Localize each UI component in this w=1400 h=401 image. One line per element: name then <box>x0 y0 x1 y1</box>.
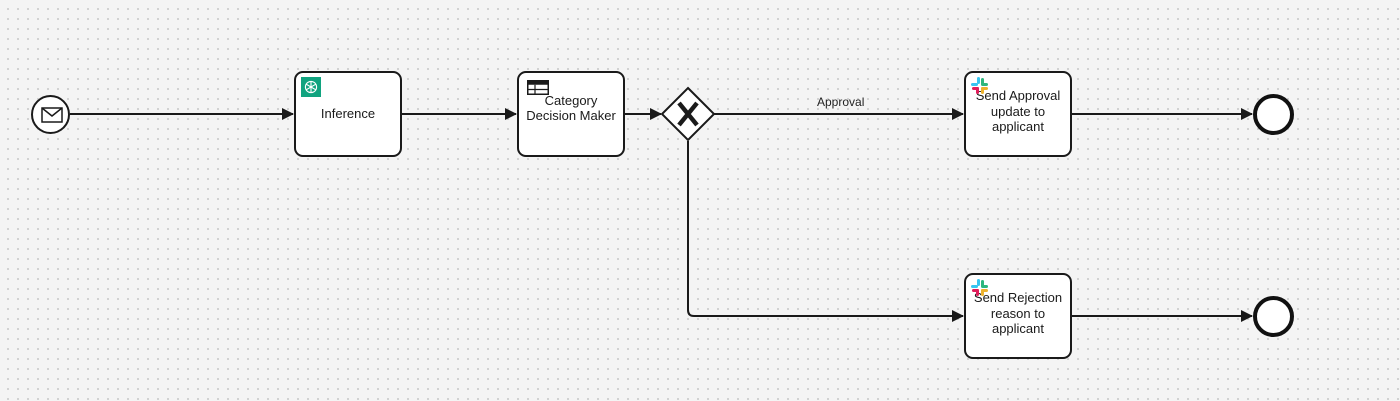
message-start-event[interactable] <box>31 95 70 134</box>
task-label: Category Decision Maker <box>526 92 616 124</box>
slack-icon <box>971 77 988 94</box>
envelope-icon <box>40 106 63 123</box>
end-event-approval[interactable] <box>1253 94 1294 135</box>
openai-icon <box>301 77 321 97</box>
task-label: Send Rejection reason to applicant <box>973 290 1063 337</box>
gateway-x-marker-icon <box>677 101 699 127</box>
slack-icon <box>971 279 988 296</box>
exclusive-gateway[interactable] <box>660 86 716 142</box>
flow-label-approval: Approval <box>817 95 865 109</box>
end-event-rejection[interactable] <box>1253 296 1294 337</box>
task-send-approval[interactable]: Send Approval update to applicant <box>964 71 1072 157</box>
task-inference[interactable]: Inference <box>294 71 402 157</box>
task-category-decision-maker[interactable]: Category Decision Maker <box>517 71 625 157</box>
decision-table-icon <box>527 80 549 95</box>
task-label: Send Approval update to applicant <box>975 88 1061 135</box>
task-send-rejection[interactable]: Send Rejection reason to applicant <box>964 273 1072 359</box>
flow-gateway-to-rejection[interactable] <box>687 141 964 322</box>
task-label: Inference <box>320 106 376 122</box>
